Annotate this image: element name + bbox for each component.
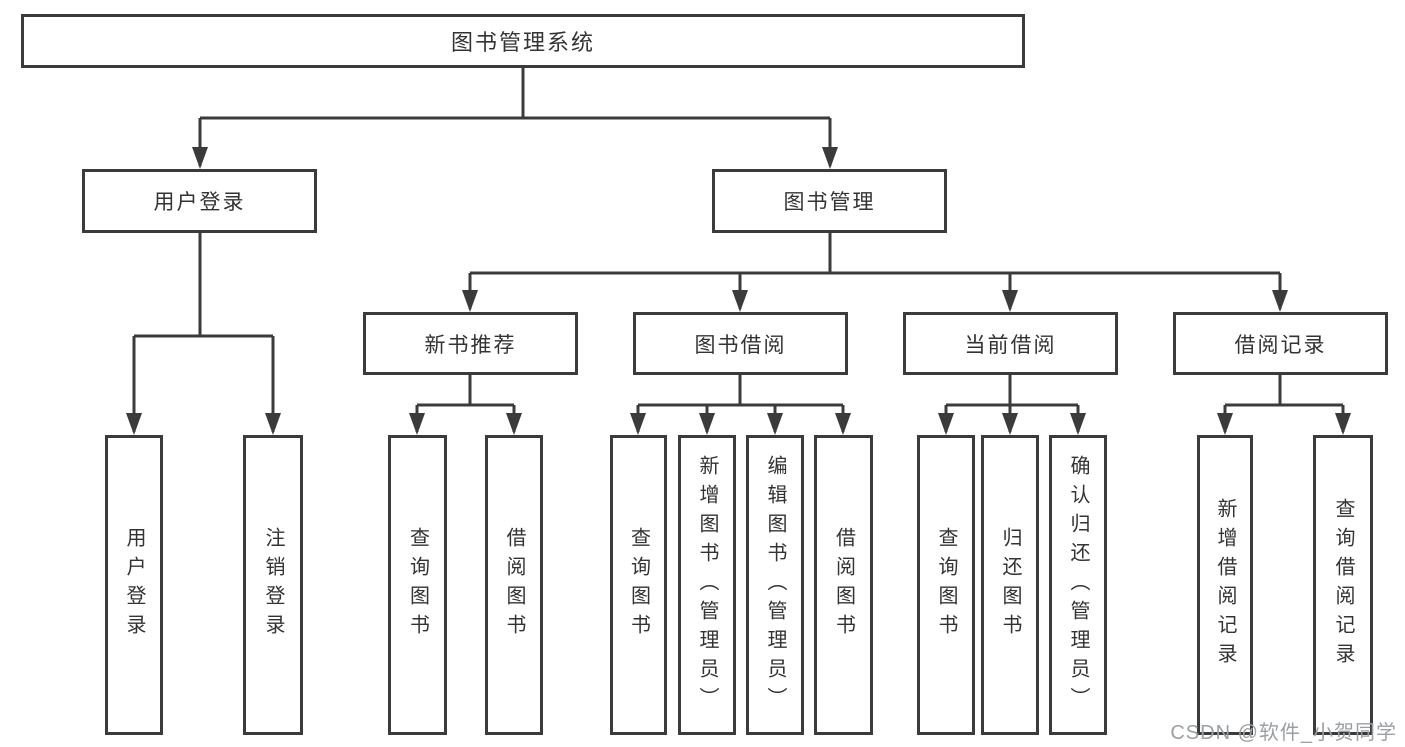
leaf-bb-query-books: 查询图书 — [610, 435, 667, 735]
node-borrow-records-label: 借阅记录 — [1234, 333, 1327, 357]
leaf-bb-edit-books-admin-label: 编辑图书（管理员） — [764, 454, 786, 716]
node-user-login: 用户登录 — [82, 169, 317, 233]
arrowhead-icon — [409, 413, 425, 435]
arrowhead-icon — [732, 290, 748, 312]
arrowhead-icon — [1335, 413, 1351, 435]
leaf-cb-return-books: 归还图书 — [981, 435, 1039, 735]
node-current-borrow: 当前借阅 — [903, 312, 1118, 375]
node-user-login-label: 用户登录 — [153, 191, 246, 214]
leaf-cb-confirm-return-admin-label: 确认归还（管理员） — [1067, 454, 1089, 716]
leaf-bb-borrow-books: 借阅图书 — [814, 435, 873, 735]
arrowhead-icon — [822, 147, 838, 169]
leaf-bb-add-books-admin: 新增图书（管理员） — [678, 435, 736, 735]
leaf-logout: 注销登录 — [243, 435, 303, 735]
leaf-cb-query-books-label: 查询图书 — [935, 527, 957, 643]
node-root: 图书管理系统 — [21, 14, 1025, 68]
node-book-management-label: 图书管理 — [783, 191, 876, 214]
leaf-logout-label: 注销登录 — [262, 527, 284, 643]
leaf-cb-query-books: 查询图书 — [917, 435, 975, 735]
leaf-br-query-record-label: 查询借阅记录 — [1332, 498, 1354, 672]
node-new-book-recommend-label: 新书推荐 — [424, 333, 517, 357]
leaf-bb-add-books-admin-label: 新增图书（管理员） — [696, 454, 718, 716]
node-book-management: 图书管理 — [712, 169, 947, 233]
leaf-br-query-record: 查询借阅记录 — [1313, 435, 1373, 735]
arrowhead-icon — [938, 413, 954, 435]
node-new-book-recommend: 新书推荐 — [363, 312, 578, 375]
csdn-watermark: CSDN @软件_小贺同学 — [1170, 722, 1397, 744]
leaf-bb-edit-books-admin: 编辑图书（管理员） — [746, 435, 804, 735]
arrowhead-icon — [1070, 413, 1086, 435]
node-book-borrow-label: 图书借阅 — [694, 333, 787, 357]
arrowheads — [126, 147, 1351, 435]
leaf-br-add-record-label: 新增借阅记录 — [1214, 498, 1236, 672]
leaf-cb-return-books-label: 归还图书 — [999, 527, 1021, 643]
node-current-borrow-label: 当前借阅 — [964, 333, 1057, 357]
node-root-label: 图书管理系统 — [450, 30, 595, 55]
arrowhead-icon — [1002, 413, 1018, 435]
arrowhead-icon — [126, 413, 142, 435]
arrowhead-icon — [699, 413, 715, 435]
arrowhead-icon — [192, 147, 208, 169]
leaf-br-add-record: 新增借阅记录 — [1197, 435, 1253, 735]
leaf-bb-query-books-label: 查询图书 — [627, 527, 650, 643]
leaf-nb-query-books: 查询图书 — [388, 435, 447, 735]
arrowhead-icon — [265, 413, 281, 435]
leaf-bb-borrow-books-label: 借阅图书 — [832, 527, 855, 643]
node-borrow-records: 借阅记录 — [1173, 312, 1388, 375]
leaf-nb-query-books-label: 查询图书 — [406, 527, 429, 643]
leaf-nb-borrow-books: 借阅图书 — [485, 435, 543, 735]
leaf-cb-confirm-return-admin: 确认归还（管理员） — [1049, 435, 1107, 735]
node-book-borrow: 图书借阅 — [633, 312, 848, 375]
arrowhead-icon — [506, 413, 522, 435]
arrowhead-icon — [1217, 413, 1233, 435]
arrowhead-icon — [630, 413, 646, 435]
leaf-user-login-label: 用户登录 — [123, 527, 145, 643]
connector-paths — [132, 68, 1345, 432]
leaf-user-login: 用户登录 — [105, 435, 163, 735]
arrowhead-icon — [767, 413, 783, 435]
arrowhead-icon — [462, 290, 478, 312]
leaf-nb-borrow-books-label: 借阅图书 — [503, 527, 525, 643]
arrowhead-icon — [1002, 290, 1018, 312]
arrowhead-icon — [1272, 290, 1288, 312]
arrowhead-icon — [835, 413, 851, 435]
